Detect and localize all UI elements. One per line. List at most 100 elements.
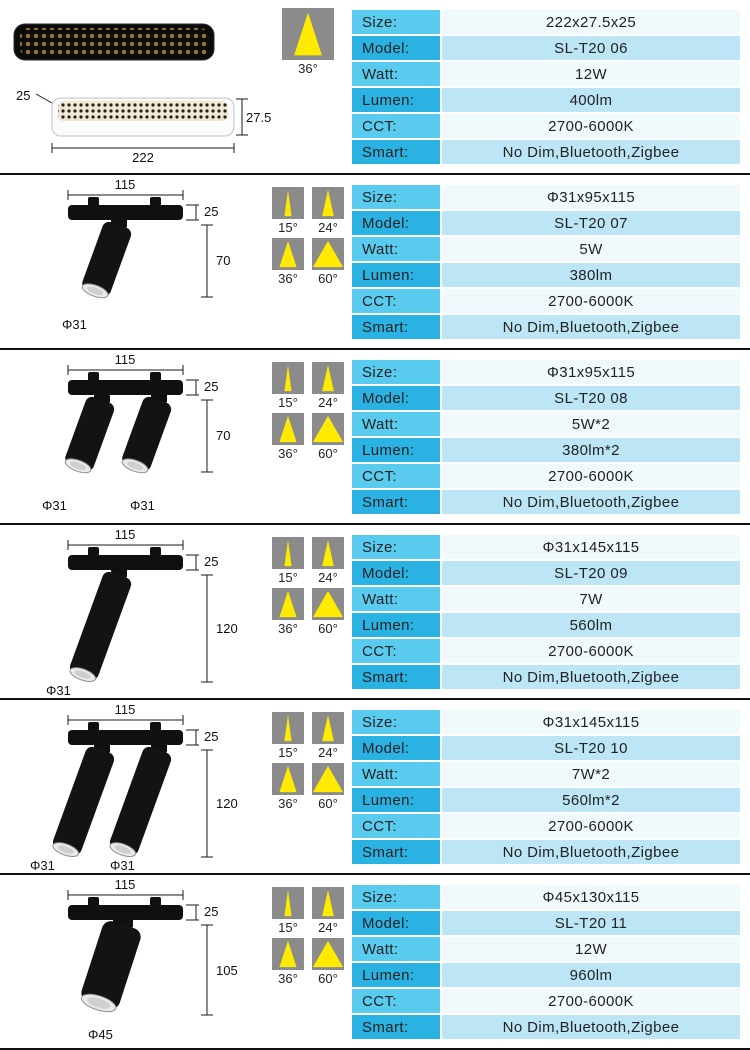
dim-track-length: 115: [114, 352, 136, 367]
dim-drop: 120: [216, 621, 238, 636]
beam-angle-36: 36°: [272, 763, 304, 811]
beam-angle-label: 60°: [318, 446, 338, 461]
beam-angle-label: 15°: [278, 395, 298, 410]
beam-angle-label: 36°: [278, 971, 298, 986]
spec-row-smart: Smart:No Dim,Bluetooth,Zigbee: [350, 838, 742, 866]
spec-row-watt: Watt:5W*2: [350, 410, 742, 438]
spec-row-cct: CCT:2700-6000K: [350, 112, 742, 140]
spec-label-model: Model:: [350, 909, 442, 937]
spec-value-cct: 2700-6000K: [440, 637, 742, 665]
product-image-linear: 25 27.5 222: [0, 0, 272, 173]
spec-value-smart: No Dim,Bluetooth,Zigbee: [440, 838, 742, 866]
dim-base-height: 25: [204, 554, 219, 569]
spec-value-model: SL-T20 11: [440, 909, 742, 937]
spec-label-cct: CCT:: [350, 287, 442, 315]
beam-angle-icon: [312, 763, 344, 795]
dim-base-height: 25: [204, 379, 219, 394]
beam-angle-icon: [272, 763, 304, 795]
beam-angle-60: 60°: [312, 238, 344, 286]
spec-label-smart: Smart:: [350, 1013, 442, 1041]
dim-base-height: 25: [204, 729, 219, 744]
spec-value-watt: 7W: [440, 585, 742, 613]
beam-angle-label: 36°: [278, 796, 298, 811]
spec-row-watt: Watt:12W: [350, 935, 742, 963]
beam-angle-label: 15°: [278, 920, 298, 935]
spec-row-model: Model:SL-T20 09: [350, 559, 742, 587]
product-row-3: 115 25 70 Φ31 Φ31 15° 24° 36° 60° Size:Φ…: [0, 350, 750, 525]
beam-angle-icon: [272, 588, 304, 620]
beam-angle-36: 36°: [272, 938, 304, 986]
beam-angle-15: 15°: [272, 362, 304, 410]
spec-value-size: Φ31x145x115: [440, 533, 742, 561]
spec-table: Size:Φ31x95x115 Model:SL-T20 07 Watt:5W …: [350, 183, 742, 341]
spec-row-cct: CCT:2700-6000K: [350, 987, 742, 1015]
beam-angle-15: 15°: [272, 187, 304, 235]
spec-value-lumen: 380lm*2: [440, 436, 742, 464]
product-image-single-spot-long: 115 25 120 Φ31: [0, 525, 268, 698]
spec-row-size: Size:Φ31x95x115: [350, 183, 742, 211]
beam-angle-label: 15°: [278, 745, 298, 760]
spec-row-size: Size:Φ45x130x115: [350, 883, 742, 911]
beam-angle-panel: 15° 24° 36° 60°: [268, 875, 348, 1048]
beam-angle-icon: [312, 537, 344, 569]
spec-value-size: Φ31x145x115: [440, 708, 742, 736]
beam-angle-36: 36°: [282, 8, 334, 76]
spec-value-model: SL-T20 07: [440, 209, 742, 237]
product-image-single-spot-large: 115 25 105 Φ45: [0, 875, 268, 1048]
dim-length: 222: [132, 150, 154, 165]
spec-label-smart: Smart:: [350, 138, 442, 166]
beam-angle-60: 60°: [312, 763, 344, 811]
beam-angle-icon: [272, 537, 304, 569]
beam-angle-label: 24°: [318, 395, 338, 410]
spec-value-cct: 2700-6000K: [440, 462, 742, 490]
beam-angle-24: 24°: [312, 712, 344, 760]
spec-row-size: Size:Φ31x145x115: [350, 533, 742, 561]
spec-row-size: Size:Φ31x145x115: [350, 708, 742, 736]
spec-value-smart: No Dim,Bluetooth,Zigbee: [440, 313, 742, 341]
spec-value-model: SL-T20 09: [440, 559, 742, 587]
beam-angle-label: 15°: [278, 570, 298, 585]
spec-row-size: Size:Φ31x95x115: [350, 358, 742, 386]
spec-row-size: Size:222x27.5x25: [350, 8, 742, 36]
beam-angle-icon: [272, 362, 304, 394]
spec-label-cct: CCT:: [350, 987, 442, 1015]
spec-value-watt: 5W*2: [440, 410, 742, 438]
beam-angle-24: 24°: [312, 362, 344, 410]
spec-row-model: Model:SL-T20 08: [350, 384, 742, 412]
beam-angle-icon: [272, 238, 304, 270]
dim-diameter-2: Φ31: [110, 858, 135, 873]
spec-value-cct: 2700-6000K: [440, 112, 742, 140]
dim-track-length: 115: [114, 702, 136, 717]
spec-label-watt: Watt:: [350, 935, 442, 963]
beam-angle-36: 36°: [272, 588, 304, 636]
beam-angle-label: 24°: [318, 745, 338, 760]
beam-angle-36: 36°: [272, 413, 304, 461]
spec-label-size: Size:: [350, 358, 442, 386]
beam-angle-label: 60°: [318, 971, 338, 986]
beam-angle-icon: [312, 938, 344, 970]
beam-angle-label: 15°: [278, 220, 298, 235]
beam-angle-icon: [282, 8, 334, 60]
dim-depth: 27.5: [246, 110, 272, 125]
dim-diameter: Φ31: [46, 683, 71, 698]
beam-angle-icon: [312, 413, 344, 445]
spec-label-smart: Smart:: [350, 838, 442, 866]
spec-value-smart: No Dim,Bluetooth,Zigbee: [440, 138, 742, 166]
beam-angle-icon: [272, 413, 304, 445]
product-row-2: 115 25 70 Φ31 15° 24° 36° 60° Size:Φ31x9…: [0, 175, 750, 350]
spec-panel: Size:Φ31x145x115 Model:SL-T20 09 Watt:7W…: [348, 525, 750, 698]
product-row-4: 115 25 120 Φ31 15° 24° 36° 60° Size:Φ31x…: [0, 525, 750, 700]
dim-diameter-1: Φ31: [42, 498, 67, 513]
spec-value-lumen: 560lm*2: [440, 786, 742, 814]
spec-row-watt: Watt:5W: [350, 235, 742, 263]
dim-track-length: 115: [114, 877, 136, 892]
spec-row-lumen: Lumen:560lm*2: [350, 786, 742, 814]
beam-angle-icon: [272, 938, 304, 970]
spec-label-watt: Watt:: [350, 235, 442, 263]
beam-angle-icon: [312, 887, 344, 919]
dim-drop: 120: [216, 796, 238, 811]
beam-angle-icon: [272, 712, 304, 744]
spec-value-model: SL-T20 06: [440, 34, 742, 62]
product-image-single-spot: 115 25 70 Φ31: [0, 175, 268, 348]
